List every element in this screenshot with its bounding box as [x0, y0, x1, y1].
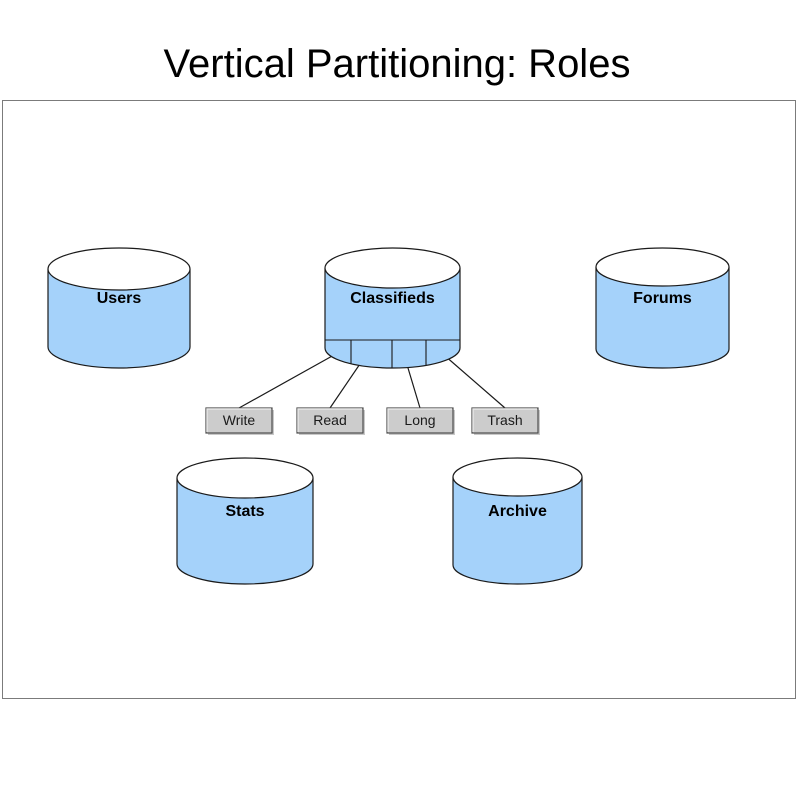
role-label-long: Long	[404, 412, 436, 428]
database-label-archive: Archive	[488, 503, 547, 520]
database-label-stats: Stats	[225, 503, 265, 520]
database-label-forums: Forums	[633, 290, 692, 307]
page-title: Vertical Partitioning: Roles	[163, 42, 631, 86]
role-label-read: Read	[313, 412, 347, 428]
database-label-users: Users	[96, 290, 142, 307]
database-label-classifieds: Classifieds	[350, 290, 435, 307]
slide-frame	[2, 100, 796, 699]
role-label-trash: Trash	[487, 412, 523, 428]
role-label-write: Write	[222, 412, 256, 428]
